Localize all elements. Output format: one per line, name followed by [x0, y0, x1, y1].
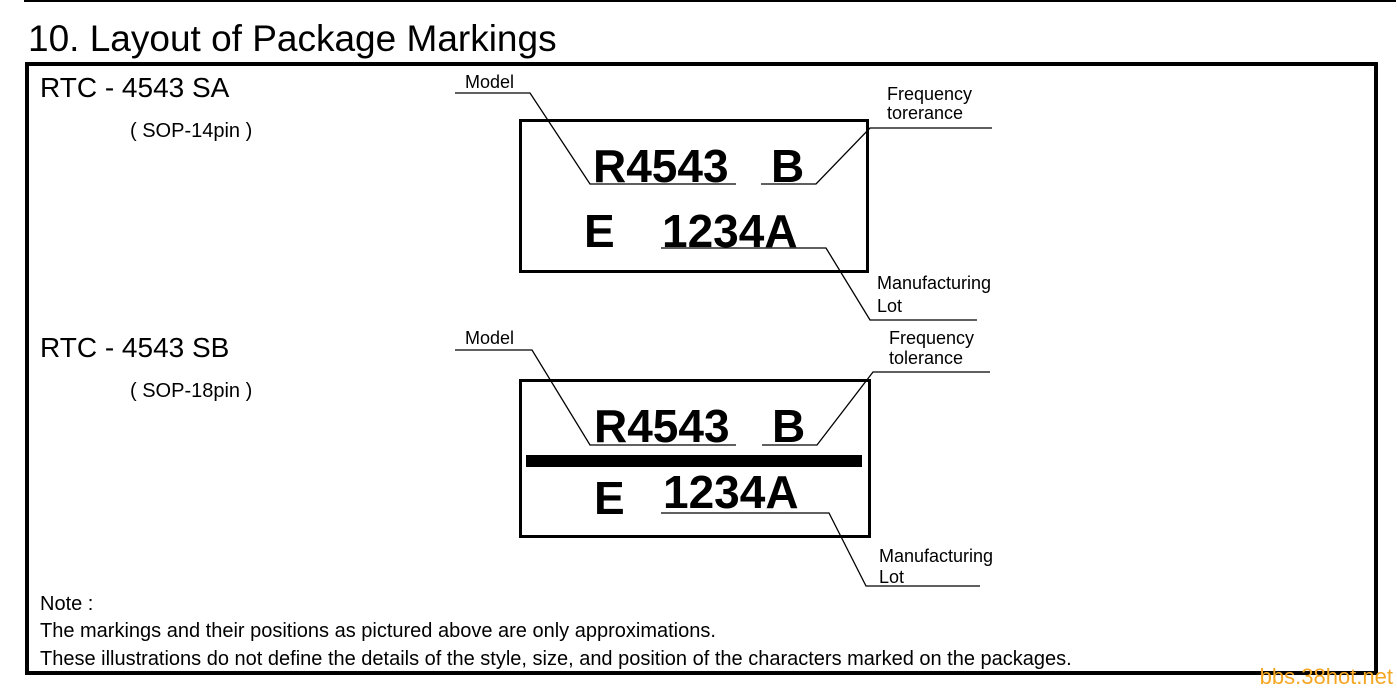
package-1-model: RTC - 4543 SA: [40, 72, 230, 103]
package-1-lot-label-line2: Lot: [877, 296, 903, 316]
package-2-lot-label-line2: Lot: [879, 567, 905, 587]
package-2-freq-label-line2: tolerance: [889, 348, 964, 368]
note-heading: Note :: [40, 593, 94, 615]
package-2-pin1-bar: [526, 455, 862, 467]
package-1-freq-label-line2: torerance: [887, 103, 964, 123]
watermark: bbs.38hot.net: [1259, 664, 1393, 689]
note-line-2: These illustrations do not define the de…: [40, 648, 1072, 670]
package-2-mark-model: R4543: [594, 400, 730, 452]
top-rule: [24, 0, 1396, 2]
package-1-type: ( SOP-14pin ): [130, 120, 253, 142]
package-1-model-label: Model: [465, 72, 515, 92]
package-1-mark-model: R4543: [593, 140, 729, 192]
package-1-mark-lot: 1234A: [662, 205, 798, 257]
package-2-lot-label-line1: Manufacturing: [879, 546, 994, 566]
note-line-1: The markings and their positions as pict…: [40, 620, 716, 642]
package-2-mark-freq: B: [772, 400, 806, 452]
package-1-lot-label-line1: Manufacturing: [877, 273, 992, 293]
package-2-model: RTC - 4543 SB: [40, 332, 230, 363]
package-1-mark-prefix: E: [584, 205, 615, 257]
package-2-freq-label-line1: Frequency: [889, 328, 975, 348]
page-title: 10. Layout of Package Markings: [28, 18, 557, 59]
package-2-type: ( SOP-18pin ): [130, 380, 253, 402]
markings-frame: [25, 62, 1378, 675]
package-1-mark-freq: B: [771, 140, 805, 192]
package-2-mark-lot: 1234A: [663, 466, 799, 518]
package-2-mark-prefix: E: [594, 472, 625, 524]
package-1-freq-label-line1: Frequency: [887, 84, 973, 104]
package-2-model-label: Model: [465, 328, 515, 348]
